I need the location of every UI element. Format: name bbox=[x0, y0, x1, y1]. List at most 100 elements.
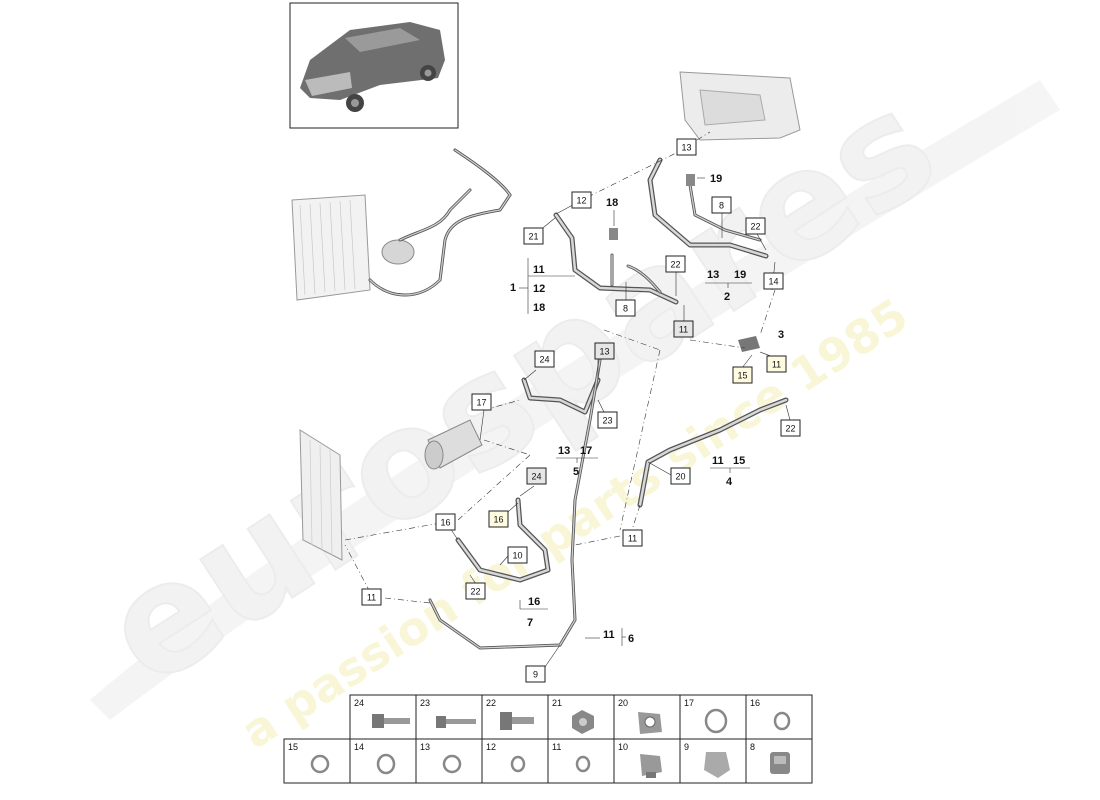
table-cell-16: 16 bbox=[745, 694, 813, 740]
svg-text:12: 12 bbox=[486, 742, 496, 752]
svg-text:13: 13 bbox=[707, 269, 719, 281]
pipe-6 bbox=[428, 358, 602, 650]
svg-text:12: 12 bbox=[576, 196, 586, 206]
pipe-4 bbox=[637, 397, 789, 508]
svg-text:22: 22 bbox=[785, 424, 795, 434]
svg-text:1: 1 bbox=[510, 282, 516, 294]
callout-8: 8 bbox=[711, 196, 732, 214]
callout-22: 22 bbox=[665, 255, 686, 273]
svg-text:9: 9 bbox=[684, 742, 689, 752]
svg-text:13: 13 bbox=[599, 347, 609, 357]
callout-22: 22 bbox=[780, 419, 801, 437]
svg-text:22: 22 bbox=[470, 587, 480, 597]
callout-9: 9 bbox=[525, 665, 546, 683]
svg-text:23: 23 bbox=[602, 416, 612, 426]
callout-15: 15 bbox=[732, 366, 753, 384]
valve-icon bbox=[770, 752, 790, 774]
callout-16: 16 bbox=[435, 513, 456, 531]
vehicle-thumbnail bbox=[289, 2, 459, 129]
bolt-icon bbox=[372, 714, 410, 728]
svg-text:20: 20 bbox=[618, 698, 628, 708]
parts-table: 24 23 22 21 bbox=[283, 694, 813, 784]
svg-text:11: 11 bbox=[603, 629, 615, 641]
svg-text:10: 10 bbox=[618, 742, 628, 752]
group-4: 11 15 4 bbox=[710, 455, 750, 488]
svg-text:11: 11 bbox=[679, 325, 688, 335]
compressor bbox=[424, 419, 483, 470]
svg-text:16: 16 bbox=[493, 515, 503, 525]
svg-text:17: 17 bbox=[580, 445, 592, 457]
svg-text:17: 17 bbox=[684, 698, 694, 708]
callout-24: 24 bbox=[526, 467, 547, 485]
svg-text:14: 14 bbox=[768, 277, 778, 287]
callout-14: 14 bbox=[763, 272, 784, 290]
label-19: 19 bbox=[710, 173, 722, 185]
svg-text:11: 11 bbox=[628, 534, 637, 544]
clip-icon bbox=[638, 712, 662, 734]
o-ring-icon bbox=[376, 753, 396, 775]
svg-text:24: 24 bbox=[531, 472, 541, 482]
svg-text:20: 20 bbox=[675, 472, 685, 482]
svg-text:11: 11 bbox=[533, 264, 545, 276]
table-cell-20: 20 bbox=[613, 694, 681, 740]
svg-text:15: 15 bbox=[288, 742, 298, 752]
callout-10: 10 bbox=[507, 546, 528, 564]
table-cell-10: 10 bbox=[613, 738, 681, 784]
svg-text:13: 13 bbox=[420, 742, 430, 752]
pipe-2 bbox=[647, 157, 769, 259]
callout-11: 11 bbox=[766, 355, 787, 373]
callout-11: 11 bbox=[361, 588, 382, 606]
svg-text:5: 5 bbox=[573, 466, 579, 478]
table-cell-17: 17 bbox=[679, 694, 747, 740]
o-ring-icon bbox=[704, 708, 728, 734]
svg-text:19: 19 bbox=[734, 269, 746, 281]
watermark-brand: eurospares bbox=[75, 58, 965, 720]
group-1: 1 11 12 18 bbox=[510, 258, 575, 314]
svg-text:13: 13 bbox=[681, 143, 691, 153]
svg-text:16: 16 bbox=[528, 596, 540, 608]
svg-text:11: 11 bbox=[772, 360, 781, 370]
svg-text:22: 22 bbox=[750, 222, 760, 232]
svg-text:15: 15 bbox=[737, 371, 747, 381]
svg-text:12: 12 bbox=[533, 283, 545, 295]
svg-text:8: 8 bbox=[719, 201, 724, 211]
bolt-icon bbox=[436, 716, 476, 728]
callout-23: 23 bbox=[597, 411, 618, 429]
svg-text:21: 21 bbox=[528, 232, 538, 242]
table-cell-13: 13 bbox=[415, 738, 483, 784]
callout-13: 13 bbox=[594, 342, 615, 360]
callout-11: 11 bbox=[622, 529, 643, 547]
svg-text:7: 7 bbox=[527, 617, 533, 629]
callout-8: 8 bbox=[615, 299, 636, 317]
callout-22: 22 bbox=[745, 217, 766, 235]
group-5: 13 17 5 bbox=[556, 445, 598, 478]
condenser bbox=[299, 429, 343, 561]
watermark: eurospares a passion for parts since 198… bbox=[74, 57, 1060, 759]
table-cell-15: 15 bbox=[283, 738, 351, 784]
svg-text:4: 4 bbox=[726, 476, 733, 488]
svg-text:21: 21 bbox=[552, 698, 562, 708]
bolt-icon bbox=[500, 712, 534, 730]
svg-text:10: 10 bbox=[512, 551, 522, 561]
svg-text:17: 17 bbox=[476, 398, 486, 408]
callout-21: 21 bbox=[523, 227, 544, 245]
table-cell-14: 14 bbox=[349, 738, 417, 784]
table-cell-11: 11 bbox=[547, 738, 615, 784]
pipe-7 bbox=[455, 497, 551, 583]
upper-left-assembly bbox=[291, 148, 512, 301]
table-cell-24: 24 bbox=[349, 694, 417, 740]
svg-text:11: 11 bbox=[367, 593, 376, 603]
table-cell-23: 23 bbox=[415, 694, 483, 740]
svg-text:23: 23 bbox=[420, 698, 430, 708]
pipe-1 bbox=[553, 212, 679, 305]
clip-icon bbox=[704, 752, 730, 778]
table-cell-12: 12 bbox=[481, 738, 549, 784]
hvac-housing bbox=[679, 71, 801, 141]
svg-text:16: 16 bbox=[750, 698, 760, 708]
callout-20: 20 bbox=[670, 467, 691, 485]
o-ring-icon bbox=[773, 711, 791, 731]
svg-text:8: 8 bbox=[623, 304, 628, 314]
callout-16: 16 bbox=[488, 510, 509, 528]
callout-13: 13 bbox=[676, 138, 697, 156]
group-2: 13 19 2 bbox=[705, 269, 752, 303]
